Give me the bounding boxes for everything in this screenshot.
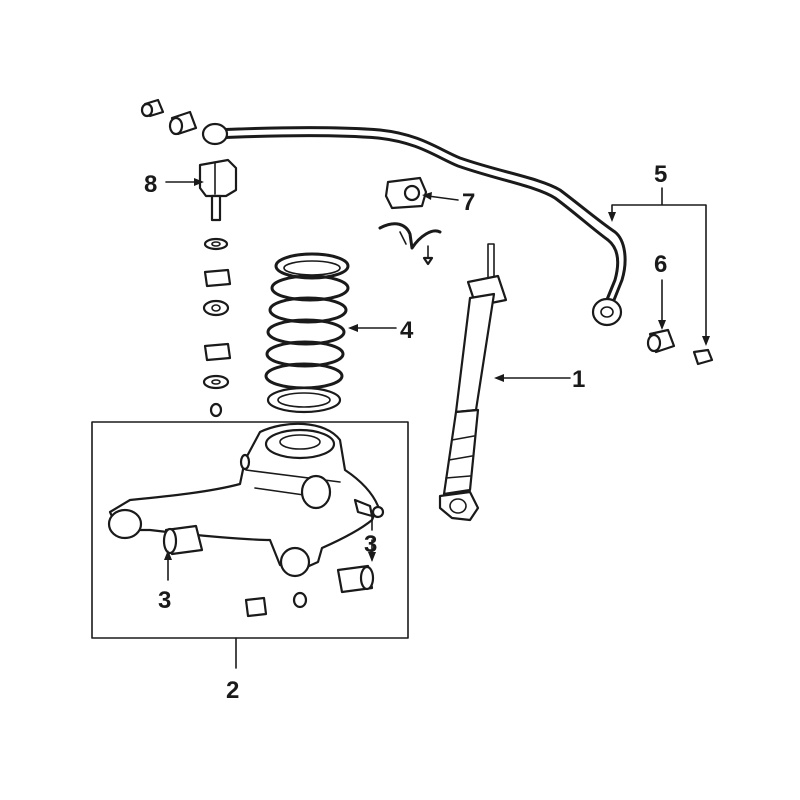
callout-2: 2 <box>226 677 239 704</box>
link-bushings[interactable] <box>202 268 232 418</box>
lower-control-arm[interactable] <box>107 422 385 578</box>
callout-5: 5 <box>654 161 667 188</box>
leader-lines <box>164 178 710 669</box>
callout-7: 7 <box>462 189 475 216</box>
callout-4: 4 <box>400 317 414 344</box>
coil-spring[interactable] <box>264 252 350 414</box>
callout-3-left: 3 <box>158 587 171 614</box>
control-arm-assembly-box <box>91 421 409 639</box>
control-arm-bushings[interactable] <box>162 524 375 618</box>
bar-end-bushings[interactable] <box>140 98 198 136</box>
callout-labels: 1 2 3 3 4 5 6 7 8 <box>144 161 667 704</box>
end-link-bushings[interactable] <box>646 328 714 366</box>
callout-8: 8 <box>144 171 157 198</box>
callout-1: 1 <box>572 366 585 393</box>
stabilizer-link[interactable] <box>198 158 238 251</box>
shock-absorber[interactable] <box>438 243 508 522</box>
callout-6: 6 <box>654 251 667 278</box>
callout-3-right: 3 <box>364 531 377 558</box>
stabilizer-bushing-bracket[interactable] <box>378 176 442 266</box>
stabilizer-bar[interactable] <box>201 122 627 327</box>
